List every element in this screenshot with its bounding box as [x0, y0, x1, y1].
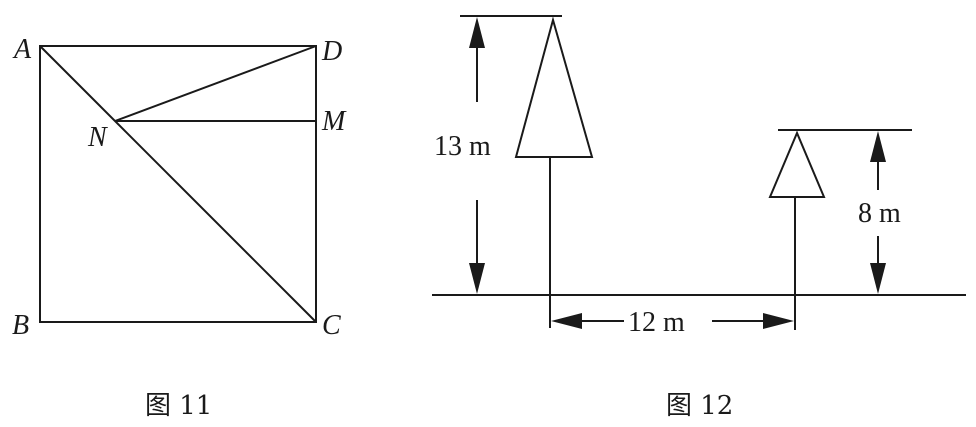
distance-label: 12 m — [628, 307, 685, 338]
short-tree-crown — [768, 130, 826, 198]
caption-figure-11: 图 11 — [145, 391, 212, 421]
diagonal-ac — [39, 45, 317, 323]
figure-12: 13 m 8 m 12 m 图 12 — [432, 15, 966, 421]
label-a: A — [12, 34, 32, 65]
arrowhead-down-icon — [870, 263, 886, 294]
arrowhead-up-icon — [469, 17, 485, 48]
label-d: D — [321, 36, 342, 67]
figure-11: A B C D M N 图 11 — [12, 34, 347, 421]
arrowhead-left-icon — [551, 313, 582, 329]
arrowhead-down-icon — [469, 263, 485, 294]
arrowhead-right-icon — [763, 313, 794, 329]
tall-height-label: 13 m — [434, 131, 491, 162]
short-height-label: 8 m — [858, 198, 901, 229]
square-abcd — [39, 45, 317, 323]
distance-dimension: 12 m — [551, 307, 794, 338]
short-height-dimension: 8 m — [858, 131, 901, 294]
label-c: C — [322, 310, 341, 341]
label-b: B — [12, 310, 29, 341]
label-m: M — [321, 106, 347, 137]
tall-tree-crown — [514, 16, 594, 158]
arrowhead-up-icon — [870, 131, 886, 162]
caption-figure-12: 图 12 — [666, 391, 733, 421]
segment-nd — [114, 45, 317, 122]
tall-height-dimension: 13 m — [434, 17, 491, 294]
label-n: N — [87, 122, 108, 153]
